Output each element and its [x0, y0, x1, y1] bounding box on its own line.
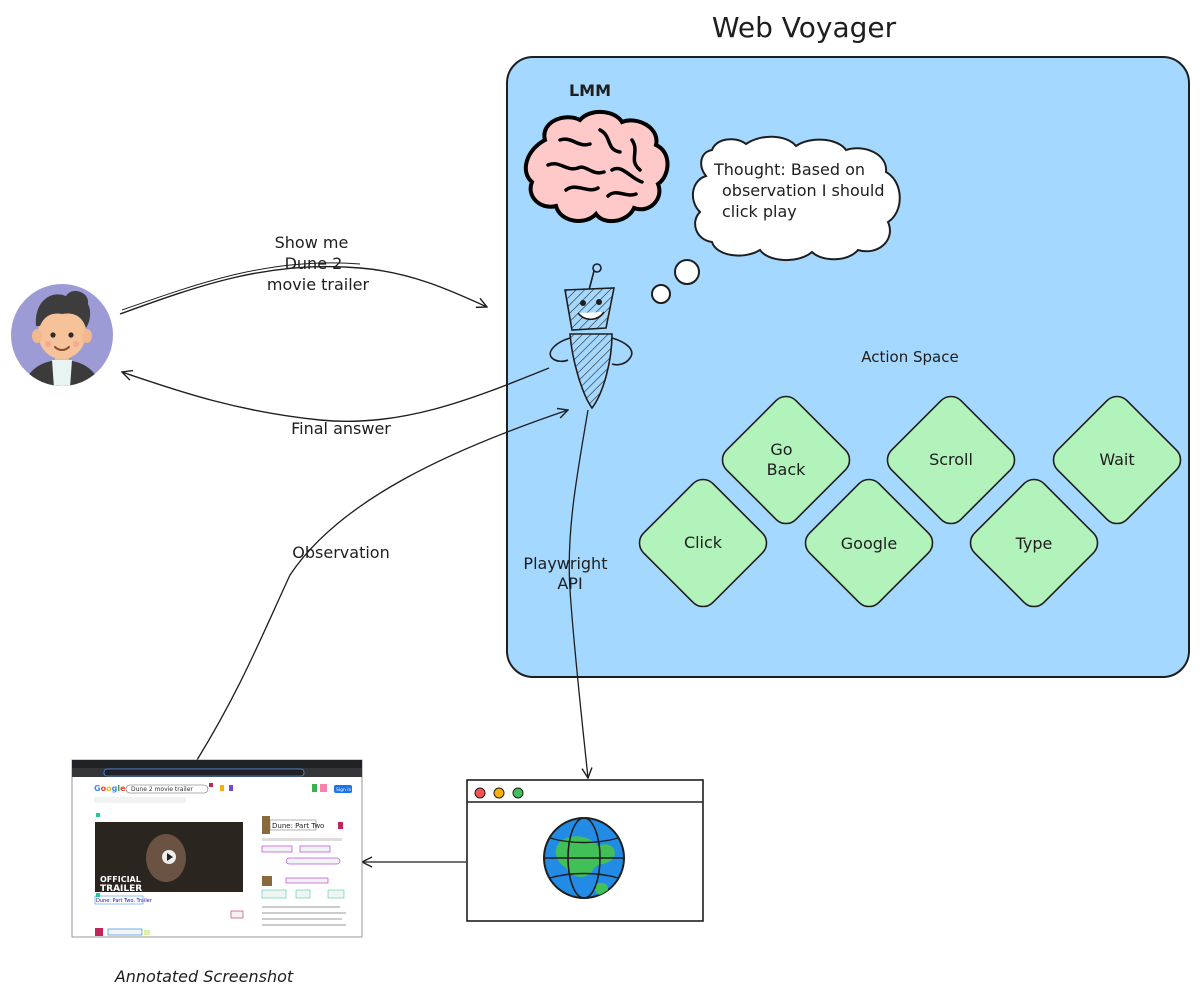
- request-arrow: [119, 265, 487, 315]
- thought-line-3: click play: [722, 202, 797, 221]
- action-google-label: Google: [841, 534, 897, 553]
- screenshot-caption: Annotated Screenshot: [114, 967, 294, 986]
- action-type-label: Type: [1015, 534, 1053, 553]
- svg-text:Go Back: Go Back: [767, 440, 807, 479]
- action-diamond-wait: Wait: [1052, 395, 1182, 525]
- screenshot-overlay-line-2: TRAILER: [100, 884, 142, 894]
- thought-cloud: [651, 135, 901, 304]
- lmm-label: LMM: [569, 81, 611, 100]
- screenshot-result-title: Dune: Part Two: [272, 822, 324, 830]
- playwright-line-1: Playwright: [523, 554, 607, 573]
- thought-line-1: Thought: Based on: [713, 160, 865, 179]
- request-line-2: Dune 2: [285, 254, 343, 273]
- final-answer-arrow: [122, 367, 550, 423]
- observation-arrow: [196, 410, 568, 761]
- screenshot-sign-in: Sign in: [336, 787, 351, 793]
- final-answer-label: Final answer: [291, 419, 391, 438]
- thought-text: Thought: Based on observation I should c…: [713, 160, 890, 221]
- action-go-back-line-2: Back: [767, 460, 807, 479]
- action-diamond-scroll: Scroll: [886, 395, 1016, 525]
- playwright-arrow: [568, 409, 588, 778]
- browser-minimize-dot: [493, 787, 505, 799]
- action-scroll-label: Scroll: [929, 450, 973, 469]
- playwright-line-2: API: [557, 574, 582, 593]
- request-label: Show me Dune 2 movie trailer: [267, 233, 370, 294]
- action-go-back-line-1: Go: [770, 440, 792, 459]
- action-diamond-type: Type: [969, 478, 1099, 608]
- browser-maximize-dot: [512, 787, 524, 799]
- browser-close-dot: [474, 787, 486, 799]
- action-click-label: Click: [684, 533, 723, 552]
- robot-agent-icon: [549, 263, 633, 410]
- observation-label: Observation: [292, 543, 389, 562]
- action-diamond-click: Click: [638, 478, 768, 608]
- screenshot-search-query: Dune 2 movie trailer: [131, 786, 193, 793]
- screenshot-google-logo: Google: [94, 784, 126, 793]
- playwright-label: Playwright API: [523, 554, 612, 593]
- brain-icon: [523, 110, 670, 224]
- request-line-1: Show me: [275, 233, 349, 252]
- action-wait-label: Wait: [1099, 450, 1134, 469]
- action-diamond-go-back: Go Back: [721, 395, 851, 525]
- globe-icon: [543, 817, 625, 899]
- screenshot-overlay-line-1: OFFICIAL: [100, 875, 141, 884]
- diagram-title: Web Voyager: [712, 11, 897, 44]
- request-line-3: movie trailer: [267, 275, 370, 294]
- action-diamond-google: Google: [804, 478, 934, 608]
- screenshot-video-title: Dune: Part Two, Trailer: [96, 898, 153, 904]
- user-avatar: [11, 284, 113, 386]
- annotated-screenshot: Google Dune 2 movie trailer Sign in OFFI…: [71, 759, 363, 938]
- action-space-label: Action Space: [861, 348, 958, 366]
- thought-line-2: observation I should: [722, 181, 885, 200]
